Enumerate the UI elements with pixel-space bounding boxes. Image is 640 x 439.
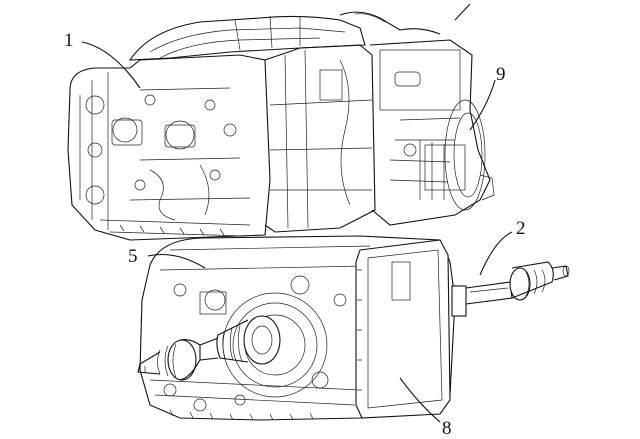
callout-5: 5 [128,246,138,267]
callout-8: 8 [442,418,452,439]
right-half-shaft [451,261,570,317]
leader-1 [81,41,141,89]
leader-8 [399,377,441,423]
engine-assembly [67,3,495,241]
leader-2 [479,231,513,276]
left-half-shaft [137,315,281,381]
drive-unit-assembly [137,235,570,421]
callout-1: 1 [64,30,74,51]
leader-9 [469,79,496,131]
callout-2: 2 [516,218,526,239]
leader-5 [147,253,206,269]
callout-9: 9 [496,64,506,85]
callout-labels: 1 2 5 8 9 [64,30,526,439]
leader-lines [81,41,513,423]
